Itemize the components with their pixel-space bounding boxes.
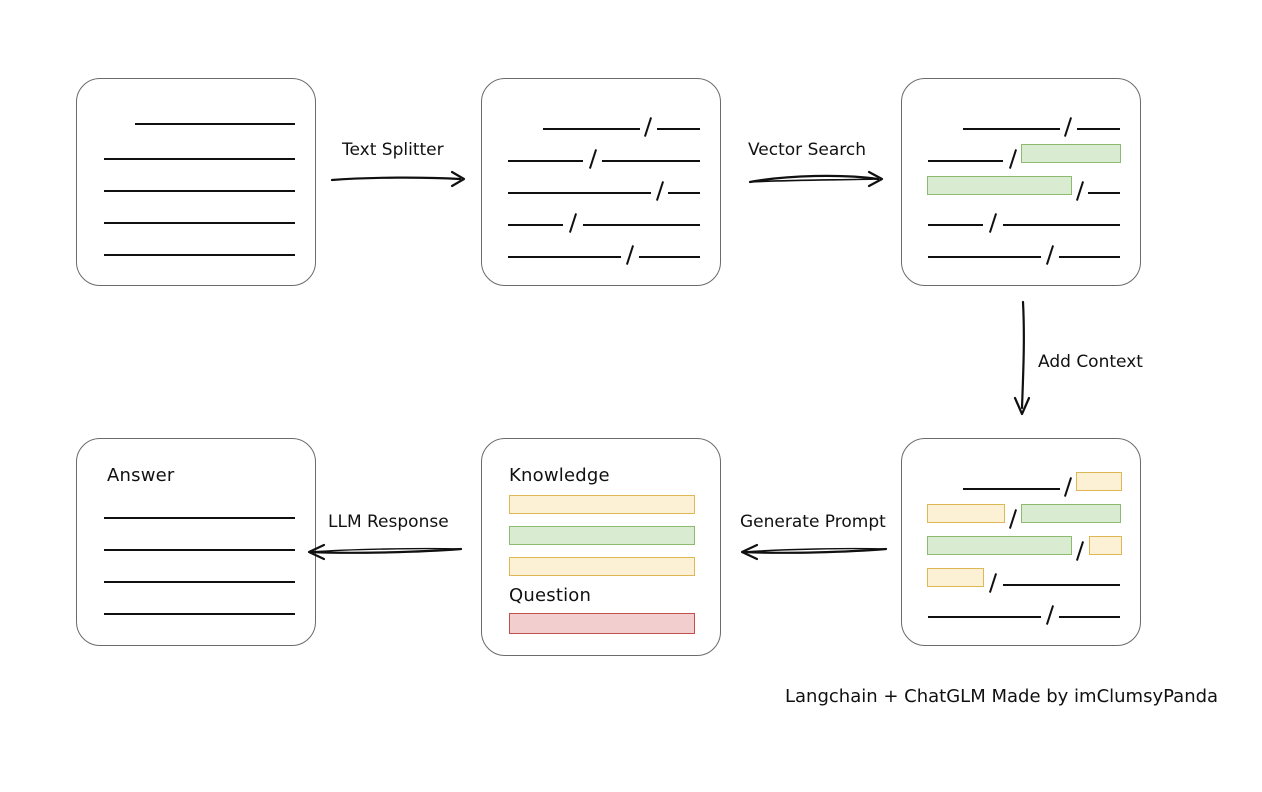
text-splitter-arrow-icon xyxy=(330,170,466,188)
generate-prompt-arrow: Generate Prompt xyxy=(740,512,890,562)
knowledge-bar[interactable] xyxy=(509,557,695,576)
chunk-slash xyxy=(568,213,578,233)
generate-prompt-arrow-icon xyxy=(740,543,888,561)
text-splitter-label: Text Splitter xyxy=(342,140,444,160)
chunk-slash xyxy=(1008,149,1018,169)
chunk-segment xyxy=(508,256,621,258)
split-chunks-box[interactable] xyxy=(481,78,721,286)
chunk-slash xyxy=(655,181,665,201)
chunk-segment xyxy=(1003,584,1120,586)
chunk-slash xyxy=(1075,541,1085,561)
chunk-slash xyxy=(1063,117,1073,137)
chunk-slash xyxy=(1063,477,1073,497)
document-line xyxy=(104,254,295,256)
add-context-arrow-icon xyxy=(1013,300,1031,416)
add-context-arrow: Add Context xyxy=(1008,300,1158,420)
knowledge-bar[interactable] xyxy=(509,495,695,514)
chunk-segment xyxy=(508,160,583,162)
llm-response-arrow: LLM Response xyxy=(307,512,470,562)
matched-chunk-highlight[interactable] xyxy=(927,536,1072,555)
chunk-segment xyxy=(543,128,640,130)
source-document-box[interactable] xyxy=(76,78,316,286)
add-context-label: Add Context xyxy=(1038,352,1143,372)
chunk-segment xyxy=(928,256,1041,258)
llm-response-arrow-icon xyxy=(307,543,463,561)
text-splitter-arrow: Text Splitter xyxy=(330,140,470,190)
footer-caption: Langchain + ChatGLM Made by imClumsyPand… xyxy=(785,686,1219,707)
answer-line xyxy=(104,613,295,615)
answer-line xyxy=(104,549,295,551)
chunk-segment xyxy=(1059,256,1120,258)
document-line xyxy=(135,123,295,125)
answer-box[interactable]: Answer xyxy=(76,438,316,646)
chunk-segment xyxy=(1077,128,1120,130)
context-chunk-highlight[interactable] xyxy=(927,568,984,587)
document-line xyxy=(104,190,295,192)
chunk-segment xyxy=(668,192,700,194)
matched-chunks-box[interactable] xyxy=(901,78,1141,286)
chunk-slash xyxy=(1045,605,1055,625)
chunk-segment xyxy=(1088,192,1120,194)
chunk-slash xyxy=(1008,509,1018,529)
matched-chunk-highlight[interactable] xyxy=(1021,504,1121,523)
document-line xyxy=(104,158,295,160)
chunk-segment xyxy=(639,256,700,258)
question-bar[interactable] xyxy=(509,613,695,634)
answer-line xyxy=(104,517,295,519)
matched-chunk-highlight[interactable] xyxy=(1021,144,1121,163)
context-chunks-box[interactable] xyxy=(901,438,1141,646)
matched-chunk-highlight[interactable] xyxy=(927,176,1072,195)
knowledge-label: Knowledge xyxy=(509,465,610,486)
answer-line xyxy=(104,581,295,583)
chunk-segment xyxy=(1003,224,1120,226)
generated-prompt-box[interactable]: Knowledge Question xyxy=(481,438,721,656)
chunk-slash xyxy=(988,213,998,233)
context-chunk-highlight[interactable] xyxy=(1089,536,1122,555)
chunk-slash xyxy=(643,117,653,137)
chunk-segment xyxy=(508,192,651,194)
chunk-segment xyxy=(963,488,1060,490)
chunk-segment xyxy=(508,224,563,226)
chunk-slash xyxy=(988,573,998,593)
chunk-slash xyxy=(1045,245,1055,265)
llm-response-label: LLM Response xyxy=(328,512,449,532)
vector-search-arrow: Vector Search xyxy=(748,140,888,190)
context-chunk-highlight[interactable] xyxy=(927,504,1005,523)
chunk-segment xyxy=(1059,616,1120,618)
vector-search-label: Vector Search xyxy=(748,140,866,160)
document-line xyxy=(104,222,295,224)
chunk-segment xyxy=(602,160,700,162)
chunk-segment xyxy=(928,616,1041,618)
chunk-slash xyxy=(588,149,598,169)
chunk-slash xyxy=(1075,181,1085,201)
chunk-segment xyxy=(963,128,1060,130)
chunk-segment xyxy=(657,128,700,130)
answer-label: Answer xyxy=(107,465,175,486)
question-label: Question xyxy=(509,585,592,606)
knowledge-bar[interactable] xyxy=(509,526,695,545)
context-chunk-highlight[interactable] xyxy=(1076,472,1122,491)
generate-prompt-label: Generate Prompt xyxy=(740,512,886,532)
chunk-slash xyxy=(625,245,635,265)
vector-search-arrow-icon xyxy=(748,170,884,188)
chunk-segment xyxy=(583,224,700,226)
chunk-segment xyxy=(928,160,1003,162)
chunk-segment xyxy=(928,224,983,226)
